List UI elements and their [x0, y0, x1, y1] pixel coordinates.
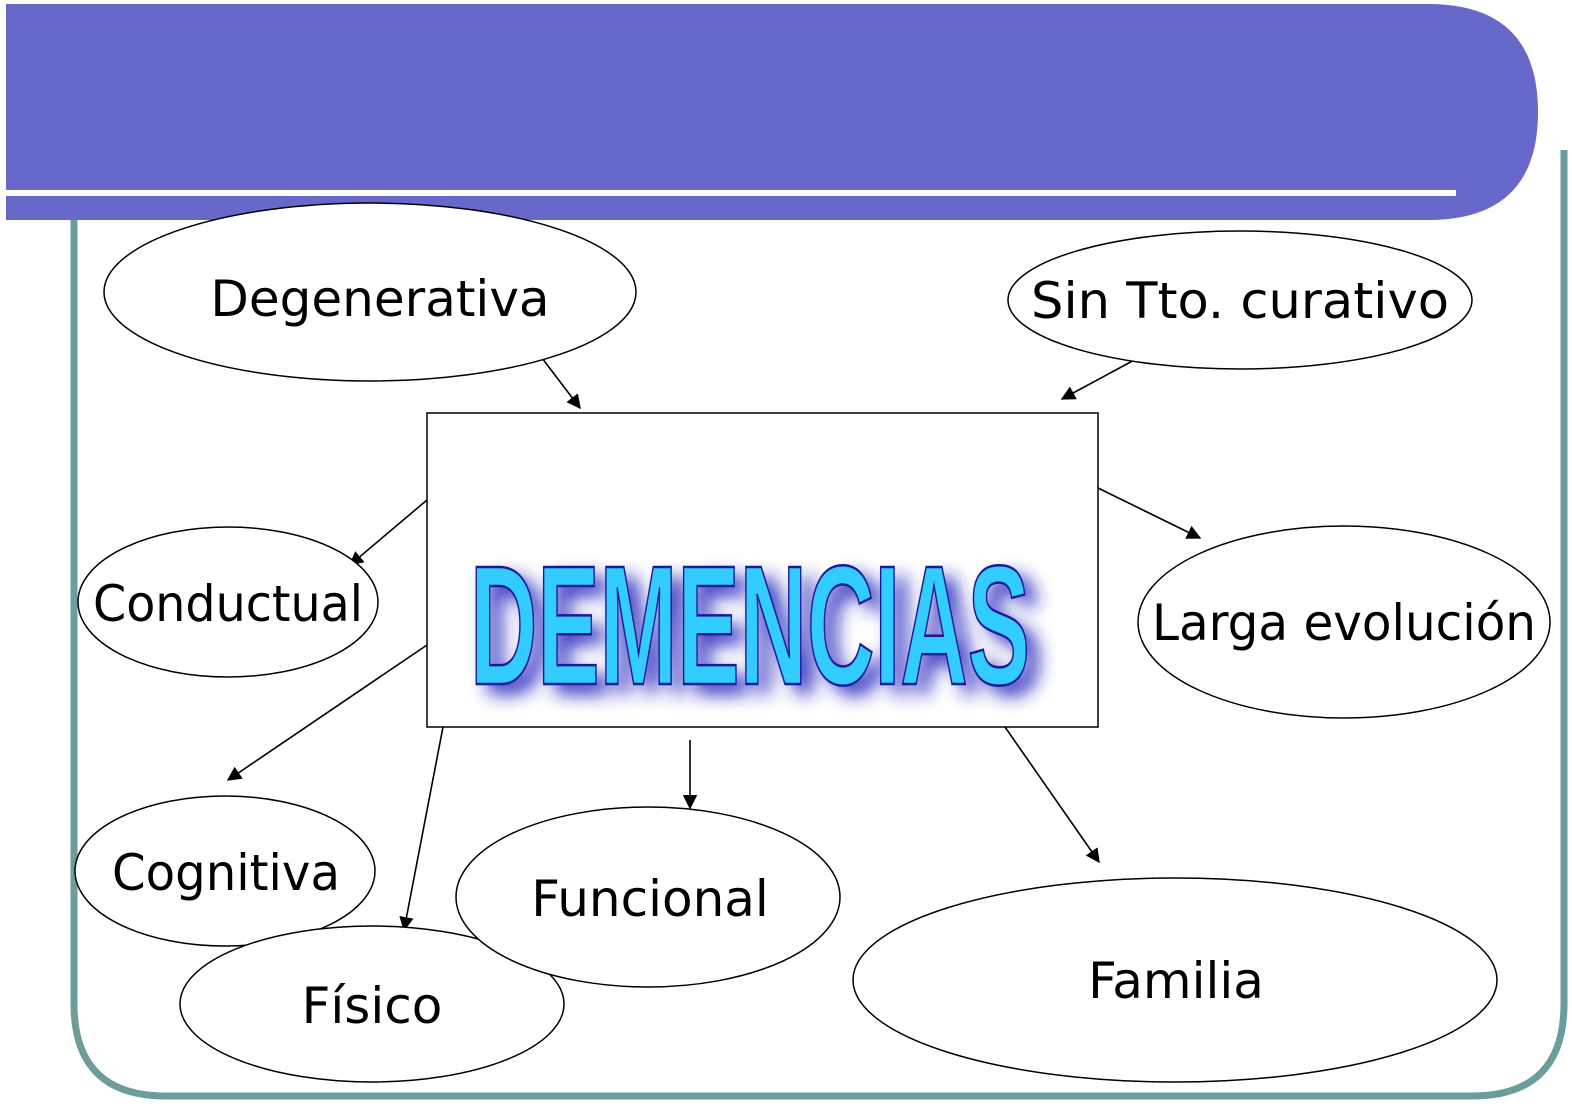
node-funcional-ellipse	[455, 806, 841, 988]
wordart-text: DEMENCIAS	[470, 531, 1030, 721]
node-familia-ellipse	[852, 877, 1498, 1083]
node-cognitiva-ellipse	[74, 795, 376, 947]
node-funcional: Funcional	[455, 806, 841, 988]
slide-frame	[70, 150, 1568, 1100]
header-band	[6, 4, 1538, 220]
node-sin-tto: Sin Tto. curativo	[1007, 230, 1473, 370]
node-fisico-ellipse	[179, 925, 565, 1083]
arrow-familia	[1004, 726, 1100, 864]
arrow-fisico	[399, 726, 444, 932]
node-conductual-label: Conductual	[93, 575, 363, 633]
node-funcional-label: Funcional	[531, 870, 769, 928]
node-familia-label: Familia	[1088, 952, 1264, 1010]
wordart-title: DEMENCIAS DEMENCIAS	[469, 530, 1042, 731]
node-familia: Familia	[852, 877, 1498, 1083]
arrow-degenerativa	[541, 357, 581, 410]
node-fisico: Físico	[179, 925, 565, 1083]
connector-arrows	[226, 357, 1202, 932]
node-degenerativa: Degenerativa	[103, 202, 637, 382]
node-larga-ellipse	[1137, 525, 1551, 719]
node-sin-tto-ellipse	[1007, 230, 1473, 370]
arrow-sin-tto	[1060, 357, 1139, 400]
node-conductual: Conductual	[77, 526, 379, 678]
node-larga-label: Larga evolución	[1152, 594, 1536, 652]
arrow-larga	[1097, 487, 1202, 539]
node-larga: Larga evolución	[1137, 525, 1551, 719]
node-degenerativa-label: Degenerativa	[210, 270, 549, 328]
arrow-cognitiva	[226, 644, 428, 781]
wordart-shadow: DEMENCIAS	[482, 541, 1042, 731]
node-cognitiva-label: Cognitiva	[112, 844, 340, 902]
node-degenerativa-ellipse	[103, 202, 637, 382]
node-conductual-ellipse	[77, 526, 379, 678]
node-cognitiva: Cognitiva	[74, 795, 376, 947]
center-box	[426, 412, 1099, 728]
node-fisico-label: Físico	[302, 977, 443, 1035]
node-sin-tto-label: Sin Tto. curativo	[1031, 272, 1449, 330]
arrow-conductual	[348, 499, 428, 566]
